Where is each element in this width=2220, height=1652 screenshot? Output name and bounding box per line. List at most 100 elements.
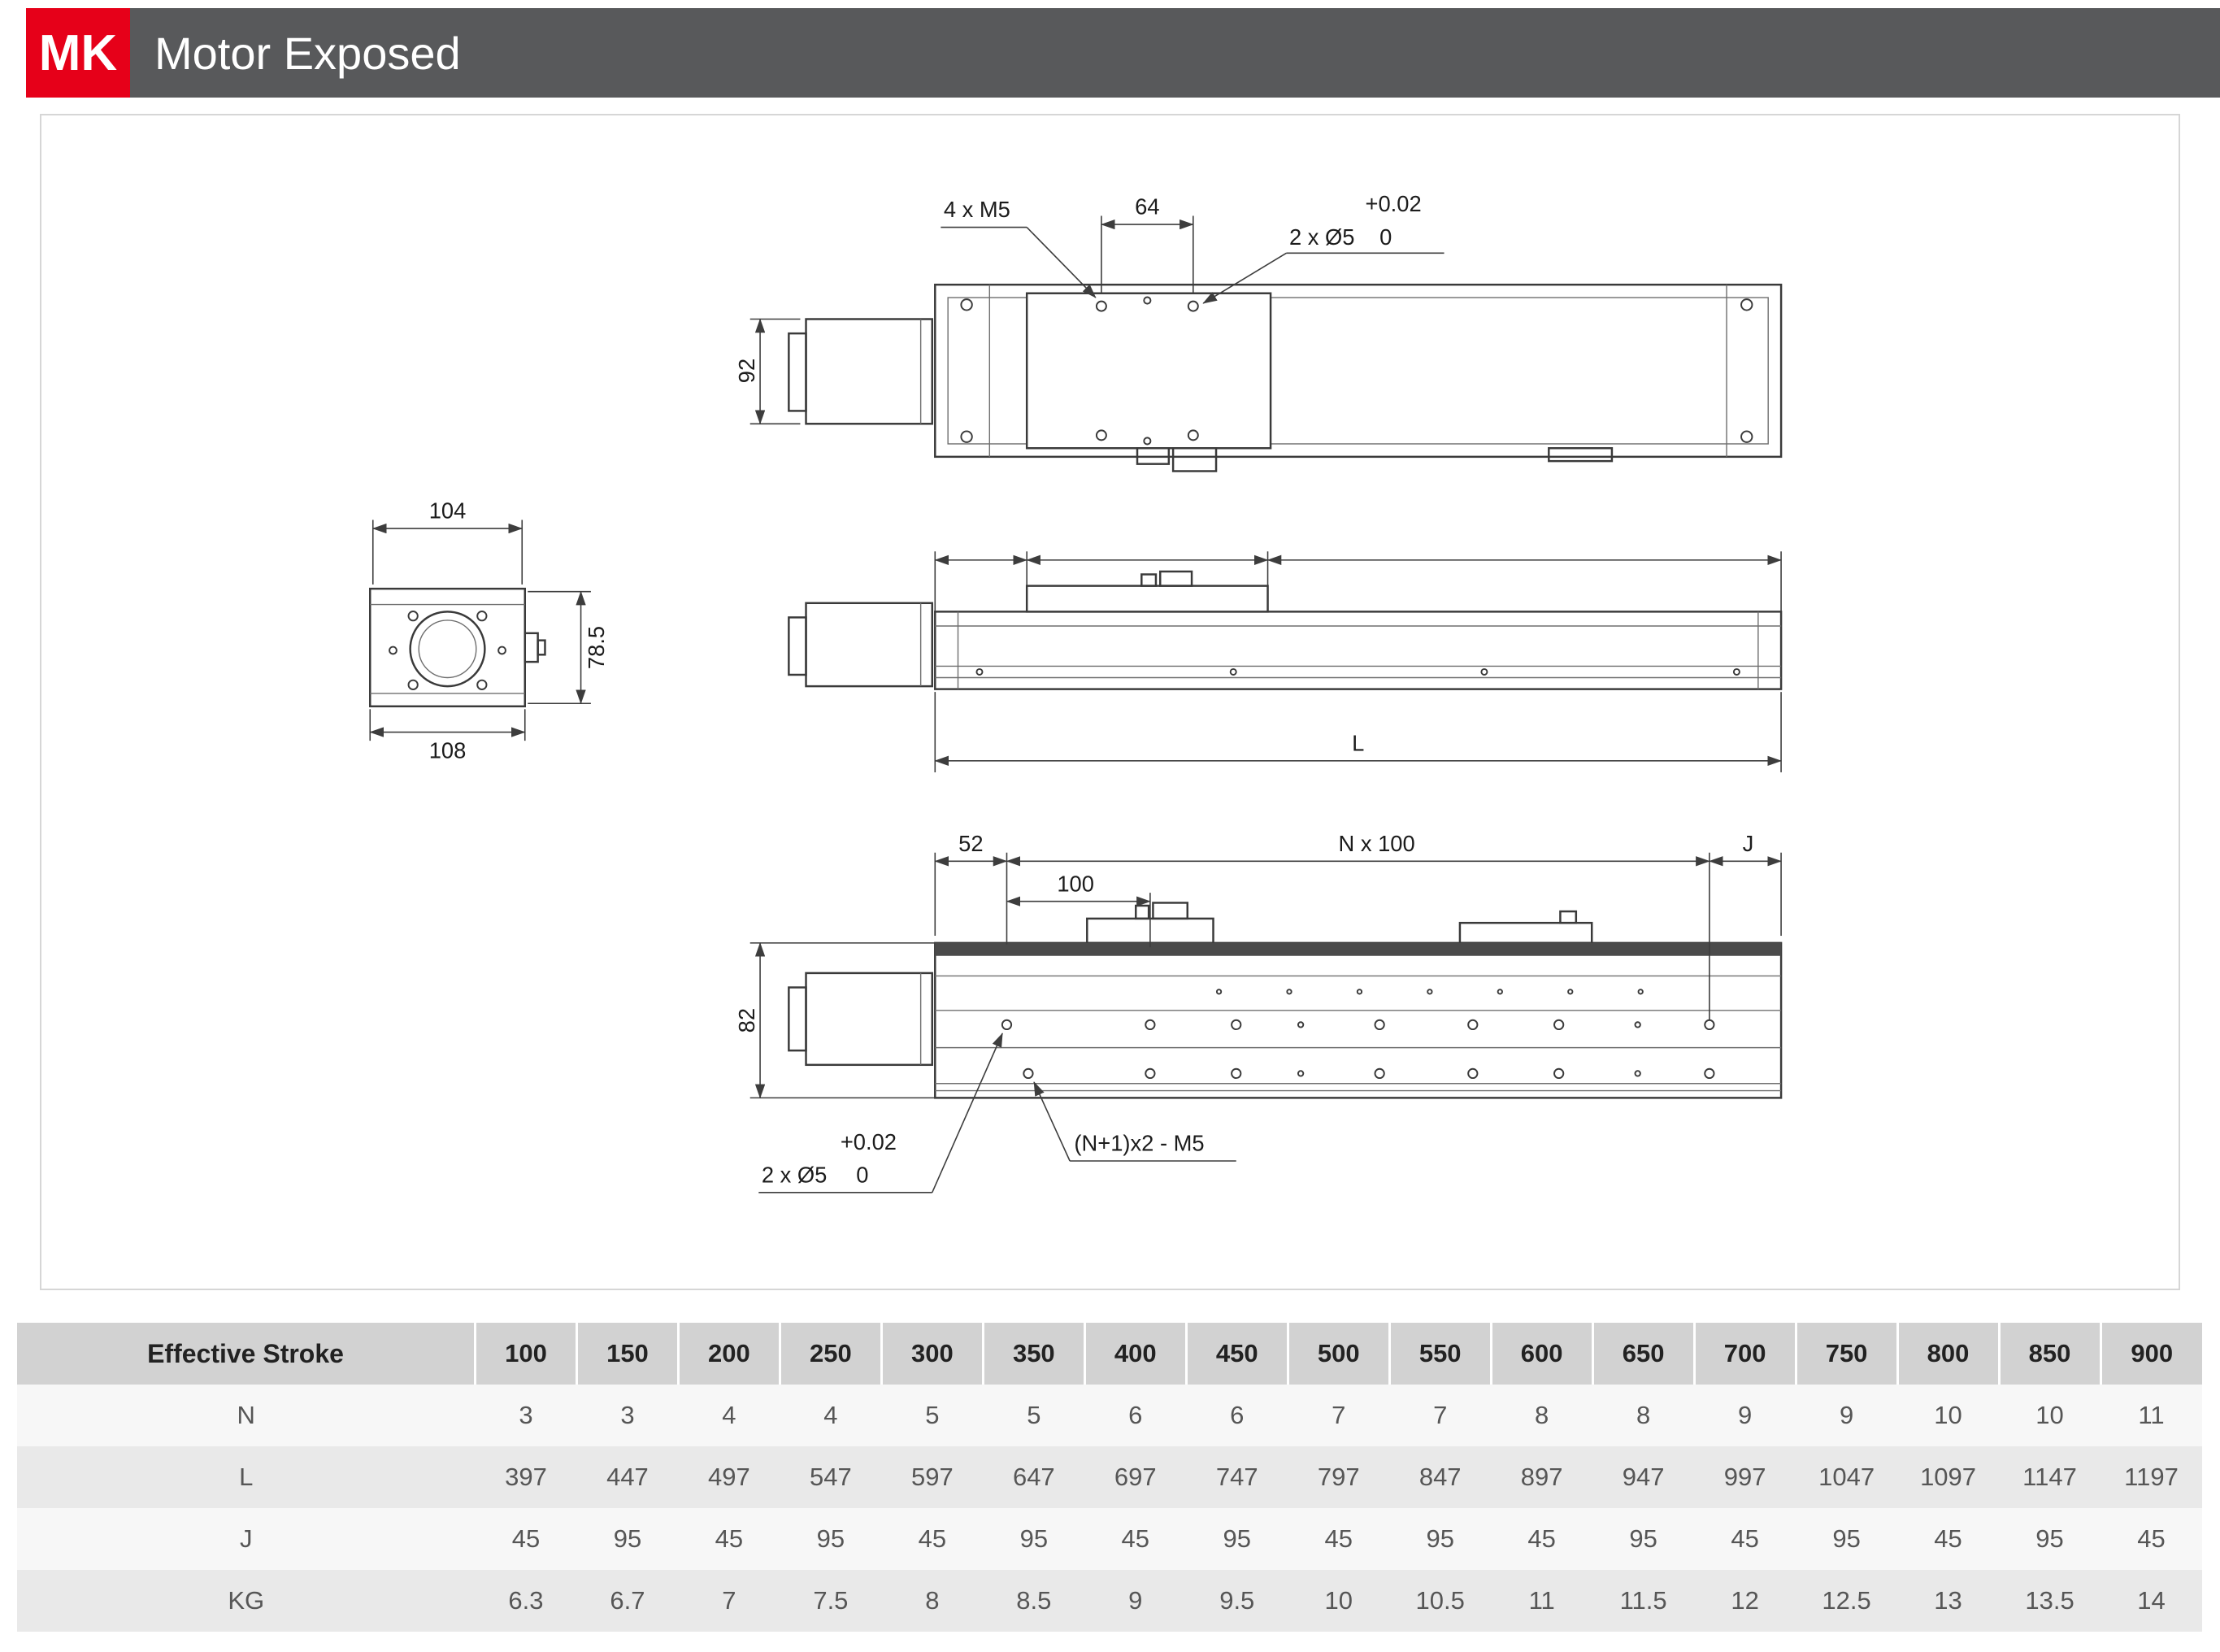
bottom-dim-100: 100 <box>1057 871 1094 896</box>
effective-stroke-label: Effective Stroke <box>147 1338 344 1368</box>
top-tol-lower: 0 <box>1379 224 1392 250</box>
value-cell: 10.5 <box>1415 1586 1465 1615</box>
bottom-dim-52: 52 <box>958 831 983 856</box>
stroke-column-header: 200 <box>676 1323 780 1385</box>
stroke-column-header: 100 <box>474 1323 577 1385</box>
stroke-column-header: 700 <box>1692 1323 1796 1385</box>
bottom-tol-lower: 0 <box>856 1162 868 1187</box>
value-cell: 7 <box>1433 1401 1448 1429</box>
value-cell: 5 <box>1027 1401 1041 1429</box>
value-cell: 597 <box>910 1463 954 1491</box>
value-cell: 9 <box>1737 1401 1753 1429</box>
top-dim-92: 92 <box>734 359 759 383</box>
value-cell: 10 <box>1934 1401 1962 1429</box>
stroke-column-header: 900 <box>2099 1323 2202 1385</box>
bottom-tol-upper: +0.02 <box>841 1129 897 1154</box>
stroke-column-header: 450 <box>1184 1323 1288 1385</box>
side-view: L <box>788 551 1783 772</box>
value-cell: 45 <box>2137 1524 2166 1553</box>
series-badge-label: MK <box>38 24 118 81</box>
top-tol-upper: +0.02 <box>1366 191 1422 216</box>
value-cell: 7 <box>722 1586 736 1615</box>
value-cell: 12 <box>1731 1586 1759 1615</box>
value-cell: 45 <box>715 1524 744 1553</box>
side-dim-L: L <box>1352 730 1364 755</box>
top-pin-callout: 2 x Ø5 <box>1289 224 1355 250</box>
top-dim-64: 64 <box>1135 194 1159 220</box>
value-cell: 697 <box>1114 1463 1157 1491</box>
value-cell: 3 <box>620 1401 635 1429</box>
value-cell: 547 <box>810 1463 852 1491</box>
stroke-column-header: 500 <box>1286 1323 1390 1385</box>
stroke-column-header: 750 <box>1794 1323 1898 1385</box>
value-cell: 4 <box>722 1401 736 1429</box>
value-cell: 3 <box>519 1401 533 1429</box>
top-view: 92 64 4 x M5 +0.02 2 x Ø5 0 <box>734 191 1783 472</box>
value-cell: 4 <box>823 1401 838 1429</box>
top-thread-callout: 4 x M5 <box>944 197 1010 222</box>
bottom-dim-82: 82 <box>734 1008 759 1032</box>
value-cell: 45 <box>1527 1524 1556 1553</box>
value-cell: 997 <box>1723 1463 1766 1491</box>
value-cell: 797 <box>1317 1463 1360 1491</box>
value-cell: 6 <box>1230 1401 1245 1429</box>
value-cell: 45 <box>1731 1524 1759 1553</box>
bottom-dim-pitch: N x 100 <box>1339 831 1415 856</box>
value-cell: 95 <box>1629 1524 1657 1553</box>
bottom-dim-J: J <box>1743 831 1754 856</box>
value-cell: 447 <box>606 1463 649 1491</box>
value-cell: 45 <box>918 1524 947 1553</box>
value-cell: 647 <box>1012 1463 1055 1491</box>
stroke-column-header: 600 <box>1489 1323 1593 1385</box>
value-cell: 11 <box>2138 1401 2165 1429</box>
value-cell: 12.5 <box>1822 1586 1871 1615</box>
value-cell: 14 <box>2137 1586 2166 1615</box>
value-cell: 7.5 <box>813 1586 849 1615</box>
bottom-pin-callout: 2 x Ø5 <box>762 1162 828 1187</box>
value-cell: 13.5 <box>2025 1586 2074 1615</box>
value-cell: 11.5 <box>1619 1586 1667 1615</box>
value-cell: 13 <box>1934 1586 1962 1615</box>
value-cell: 947 <box>1622 1463 1665 1491</box>
stroke-column-header: 800 <box>1896 1323 2000 1385</box>
value-cell: 9 <box>1128 1586 1143 1615</box>
value-cell: 9 <box>1839 1401 1854 1429</box>
value-cell: 8 <box>1636 1401 1651 1429</box>
value-cell: 6.3 <box>508 1586 544 1615</box>
stroke-column-header: 350 <box>981 1323 1085 1385</box>
stroke-column-header: 400 <box>1083 1323 1187 1385</box>
row-label: L <box>239 1463 254 1491</box>
value-cell: 897 <box>1520 1463 1563 1491</box>
value-cell: 5 <box>925 1401 940 1429</box>
value-cell: 7 <box>1332 1401 1346 1429</box>
stroke-column-header: 150 <box>575 1323 679 1385</box>
value-cell: 9.5 <box>1219 1586 1255 1615</box>
value-cell: 95 <box>1832 1524 1861 1553</box>
value-cell: 1197 <box>2124 1463 2179 1491</box>
value-cell: 1047 <box>1818 1463 1875 1491</box>
page-header: MK Motor Exposed <box>26 8 2220 98</box>
value-cell: 8 <box>925 1586 940 1615</box>
value-cell: 747 <box>1215 1463 1258 1491</box>
end-dim-78-5: 78.5 <box>584 626 609 669</box>
stroke-column-header: 300 <box>880 1323 984 1385</box>
value-cell: 10 <box>2035 1401 2064 1429</box>
value-cell: 10 <box>1324 1586 1353 1615</box>
bottom-view: 82 52 N x 100 J 100 +0.02 2 x Ø5 0 <box>734 831 1783 1193</box>
stroke-column-header: 250 <box>778 1323 882 1385</box>
value-cell: 45 <box>1324 1524 1353 1553</box>
value-cell: 11 <box>1528 1586 1555 1615</box>
value-cell: 95 <box>816 1524 845 1553</box>
technical-drawing: 92 64 4 x M5 +0.02 2 x Ø5 0 <box>369 191 1783 1193</box>
value-cell: 847 <box>1418 1463 1462 1491</box>
end-view: 104 108 78.5 <box>369 498 609 763</box>
row-label: KG <box>228 1586 265 1615</box>
value-cell: 497 <box>708 1463 750 1491</box>
value-cell: 95 <box>1019 1524 1049 1553</box>
bottom-thread-callout: (N+1)x2 - M5 <box>1074 1131 1204 1156</box>
